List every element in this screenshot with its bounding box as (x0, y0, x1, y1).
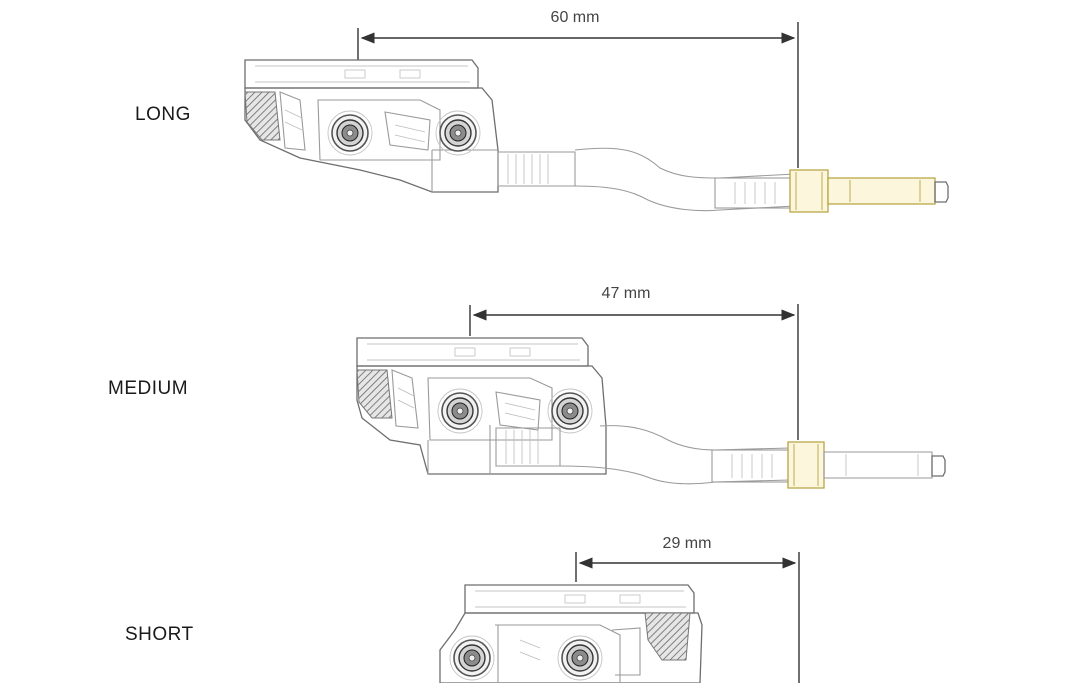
pin-medium (823, 451, 933, 479)
collar-long (789, 169, 829, 213)
dimension-label-short: 29 mm (663, 535, 712, 552)
label-medium: MEDIUM (108, 378, 189, 399)
clamp-plate-short (464, 584, 695, 614)
grip-mesh-long (244, 91, 281, 141)
bolt-icon (557, 635, 603, 681)
clamp-body-long (244, 87, 499, 193)
dimension-label-long: 60 mm (551, 9, 600, 26)
clamp-body-short (439, 612, 703, 683)
variant-short: 29 mm (439, 535, 800, 683)
variant-medium: 47 mm (356, 285, 946, 489)
rod-top-medium (599, 425, 791, 451)
clamp-plate-long (244, 59, 479, 89)
clamp-plate-medium (356, 337, 589, 367)
rod-top-long (574, 147, 796, 179)
grip-mesh-medium (356, 369, 393, 419)
label-long: LONG (135, 104, 191, 125)
variant-long: 60 mm (244, 9, 949, 213)
bolt-icon (435, 110, 481, 156)
dimension-label-medium: 47 mm (602, 285, 651, 302)
pin-long (827, 177, 936, 205)
bolt-icon (437, 388, 483, 434)
bolt-icon (327, 110, 373, 156)
grip-mesh-short (644, 612, 691, 661)
bolt-icon (547, 388, 593, 434)
label-short: SHORT (125, 624, 194, 645)
collar-medium (787, 441, 825, 489)
bolt-icon (449, 635, 495, 681)
connector-long (497, 151, 576, 187)
